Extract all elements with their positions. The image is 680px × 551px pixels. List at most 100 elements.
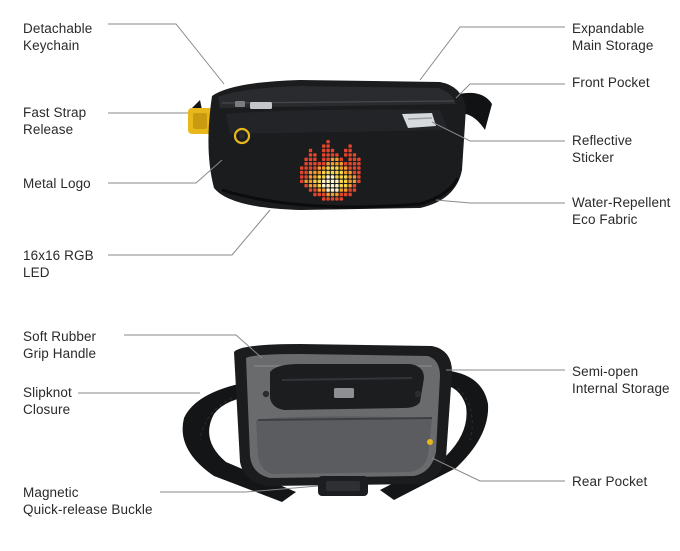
leader-lines <box>78 23 565 493</box>
led-pixel <box>326 166 330 170</box>
led-pixel <box>348 148 352 153</box>
led-pixel <box>348 157 352 161</box>
led-pixel <box>326 192 330 197</box>
led-pixel <box>339 175 343 179</box>
led-pixel <box>308 179 313 183</box>
led-pixel <box>308 184 313 188</box>
led-pixel <box>313 162 317 166</box>
led-pixel <box>348 153 352 157</box>
led-pixel <box>308 188 313 192</box>
led-pixel <box>335 188 339 192</box>
led-pixel <box>330 179 335 183</box>
led-pixel <box>322 166 326 170</box>
led-pixel <box>330 184 335 188</box>
label-metal-logo: Metal Logo <box>23 176 91 191</box>
led-pixel <box>339 157 343 161</box>
led-pixel <box>330 153 335 157</box>
led-pixel <box>348 175 352 179</box>
led-pixel <box>339 192 343 197</box>
led-pixel <box>344 166 348 170</box>
led-pixel <box>326 153 330 157</box>
led-pixel <box>352 179 357 183</box>
led-pixel <box>300 179 304 183</box>
led-pixel <box>352 153 357 157</box>
led-pixel <box>352 157 357 161</box>
led-pixel <box>308 157 313 161</box>
led-pixel <box>339 162 343 166</box>
led-pixel <box>352 170 357 175</box>
led-pixel <box>313 184 317 188</box>
led-pixel <box>322 192 326 197</box>
led-pixel <box>317 188 321 192</box>
led-pixel <box>304 175 308 179</box>
led-pixel <box>335 184 339 188</box>
led-pixel <box>344 179 348 183</box>
led-pixel <box>313 188 317 192</box>
led-pixel <box>348 179 352 183</box>
led-pixel <box>300 175 304 179</box>
led-pixel <box>308 148 313 153</box>
led-pixel <box>335 162 339 166</box>
pixel-fire-icon <box>300 140 361 201</box>
led-pixel <box>344 153 348 157</box>
led-pixel <box>317 170 321 175</box>
led-pixel <box>326 188 330 192</box>
led-pixel <box>352 175 357 179</box>
led-pixel <box>308 166 313 170</box>
led-pixel <box>326 140 330 144</box>
led-pixel <box>357 157 361 161</box>
led-pixel <box>326 179 330 183</box>
led-pixel <box>322 197 326 201</box>
led-pixel <box>322 179 326 183</box>
led-pixel <box>330 197 335 201</box>
led-pixel <box>339 197 343 201</box>
led-pixel <box>330 170 335 175</box>
led-pixel <box>357 179 361 183</box>
led-pixel <box>330 166 335 170</box>
led-pixel <box>317 184 321 188</box>
led-pixel <box>335 170 339 175</box>
led-pixel <box>335 157 339 161</box>
led-pixel <box>308 175 313 179</box>
led-pixel <box>335 175 339 179</box>
led-pixel <box>313 192 317 197</box>
led-pixel <box>304 157 308 161</box>
led-pixel <box>348 184 352 188</box>
led-pixel <box>326 144 330 148</box>
led-pixel <box>322 184 326 188</box>
led-pixel <box>348 162 352 166</box>
led-pixel <box>322 188 326 192</box>
led-pixel <box>326 197 330 201</box>
label-rear-pocket: Rear Pocket <box>572 474 648 489</box>
led-pixel <box>357 175 361 179</box>
led-pixel <box>317 192 321 197</box>
led-pixel <box>313 157 317 161</box>
led-pixel <box>352 184 357 188</box>
led-pixel <box>344 188 348 192</box>
led-pixel <box>304 170 308 175</box>
led-pixel <box>348 170 352 175</box>
led-pixel <box>348 192 352 197</box>
led-pixel <box>344 184 348 188</box>
led-pixel <box>352 162 357 166</box>
led-pixel <box>344 170 348 175</box>
led-pixel <box>357 170 361 175</box>
led-pixel <box>335 179 339 183</box>
led-pixel <box>308 170 313 175</box>
led-pixel <box>344 192 348 197</box>
led-pixel <box>335 192 339 197</box>
led-pixel <box>348 166 352 170</box>
led-pixel <box>348 144 352 148</box>
label-front-pocket: Front Pocket <box>572 75 650 90</box>
led-pixel <box>352 166 357 170</box>
led-pixel <box>326 175 330 179</box>
led-pixel <box>357 162 361 166</box>
led-pixel <box>317 166 321 170</box>
led-pixel <box>317 162 321 166</box>
